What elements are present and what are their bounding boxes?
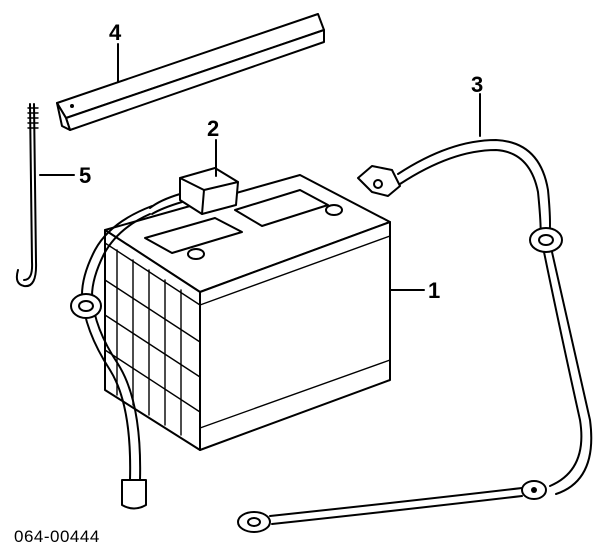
- callout-3: 3: [471, 72, 483, 97]
- reference-number: 064-00444: [14, 527, 100, 546]
- callout-4: 4: [109, 20, 122, 45]
- leader-lines: [39, 43, 481, 291]
- positive-cable: [70, 205, 153, 510]
- terminal-cover: [149, 167, 239, 215]
- callout-5: 5: [79, 163, 91, 188]
- negative-cable: [237, 139, 593, 533]
- callout-1: 1: [428, 278, 440, 303]
- j-bolt: [15, 103, 39, 288]
- hold-down-bracket: [56, 13, 325, 131]
- callout-2: 2: [207, 116, 219, 141]
- battery: [104, 174, 391, 451]
